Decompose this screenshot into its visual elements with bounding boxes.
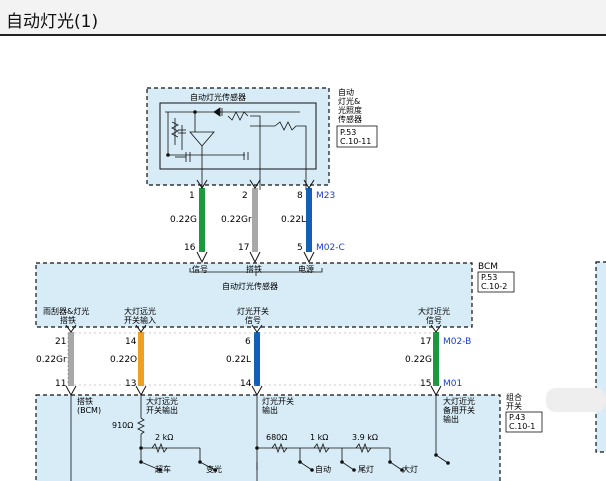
combo-switch-box	[35, 394, 501, 481]
pin-top: 2	[242, 191, 248, 201]
pin-bottom: 15	[420, 379, 431, 389]
bcm-pin-label: 灯光开关 信号	[237, 306, 272, 325]
pin-bottom: 11	[55, 379, 66, 389]
bcm-label: BCM	[478, 262, 498, 272]
sensor-ref: P.53 C.10-11	[340, 128, 371, 146]
wire-orange	[138, 332, 144, 386]
combo-ref-box	[505, 411, 543, 433]
title-bar: 自动灯光(1)	[0, 0, 606, 36]
resistor-label: 1 kΩ	[310, 433, 328, 442]
bcm-subtitle: 自动灯光传感器	[222, 281, 278, 291]
top-wires	[196, 179, 315, 264]
pin-bottom: 17	[238, 243, 249, 253]
combo-pin-label: 大灯远光 开关输出	[146, 396, 181, 415]
pin-top: 1	[189, 191, 195, 201]
combo-pin-label: 大灯近光 备用开关 输出	[443, 396, 478, 424]
wire-spec: 0.22O	[110, 355, 137, 365]
side-handle[interactable]	[546, 388, 606, 412]
junction-dot	[166, 153, 170, 157]
sensor-inner-box	[159, 102, 317, 170]
wire-spec: 0.22L	[226, 355, 251, 365]
func-label: 搭铁	[246, 264, 262, 274]
wire-spec: 0.22Gr	[36, 355, 67, 365]
wire-green	[199, 188, 205, 252]
wire-blue	[254, 332, 260, 386]
bcm-connector-b: M02-B	[443, 337, 471, 347]
sensor-inner-title: 自动灯光传感器	[190, 92, 246, 102]
bcm-pin-label: 大灯远光 开关输入	[124, 306, 159, 325]
wire-spec: 0.22G	[405, 355, 432, 365]
pin-bottom: 5	[297, 243, 303, 253]
combo-pin-label: 搭铁 (BCM)	[77, 396, 101, 415]
switch-label: 尾灯	[358, 464, 374, 474]
pin-top: 8	[297, 191, 303, 201]
combo-ref: P.43 C.10-1	[509, 413, 535, 431]
combo-switch-label: 组合 开关	[506, 392, 525, 411]
pin-top: 6	[245, 337, 251, 347]
bottom-wires	[65, 324, 442, 397]
wiring-diagram: 自动灯光传感器 自动 灯光& 光照度 传感器 P.53 C.10-1	[35, 87, 606, 481]
pin-bottom: 14	[240, 379, 252, 389]
wire-spec: 0.22L	[281, 215, 306, 225]
pin-bottom: 16	[184, 243, 196, 253]
combo-connector: M01	[443, 379, 462, 389]
func-label: 电源	[298, 264, 314, 274]
resistor-label: 2 kΩ	[155, 433, 173, 442]
wire-spec: 0.22G	[170, 215, 197, 225]
adjacent-box-edge	[595, 261, 606, 453]
bcm-ref: P.53 C.10-2	[481, 273, 507, 291]
switch-label: 变光	[206, 464, 222, 474]
sensor-ref-box	[336, 125, 378, 148]
wire-blue	[306, 188, 312, 252]
pin-bottom: 13	[125, 379, 136, 389]
junction-dot	[193, 110, 197, 114]
switch-label: 自动	[315, 464, 331, 474]
wire-green	[433, 332, 439, 386]
sensor-internal-circuit	[165, 107, 307, 190]
bcm-pin-label: 大灯近光 信号	[418, 306, 453, 325]
combo-pin-label: 灯光开关 输出	[262, 396, 297, 415]
resistor-label: 910Ω	[112, 421, 133, 430]
wire-spec: 0.22Gr	[221, 215, 252, 225]
func-label: 信号	[192, 264, 208, 274]
switch-label: 超车	[155, 464, 171, 474]
wire-gray	[252, 188, 258, 252]
contact-dots	[139, 446, 450, 472]
combo-switch-circuit	[70, 395, 449, 481]
pin-top: 21	[55, 337, 66, 347]
resistor-label: 680Ω	[266, 433, 287, 442]
sensor-connector: M23	[316, 191, 335, 201]
resistor-label: 3.9 kΩ	[352, 433, 378, 442]
bcm-connector: M02-C	[316, 243, 345, 253]
bcm-ref-box	[477, 271, 515, 293]
page-title: 自动灯光(1)	[6, 12, 99, 32]
pin-top: 17	[420, 337, 431, 347]
switch-label: 大灯	[402, 464, 418, 474]
wire-gray	[68, 332, 74, 386]
bcm-pin-label: 雨刮器&灯光 搭铁	[43, 306, 92, 325]
sensor-label: 自动 灯光& 光照度 传感器	[338, 87, 365, 124]
pin-top: 14	[125, 337, 137, 347]
